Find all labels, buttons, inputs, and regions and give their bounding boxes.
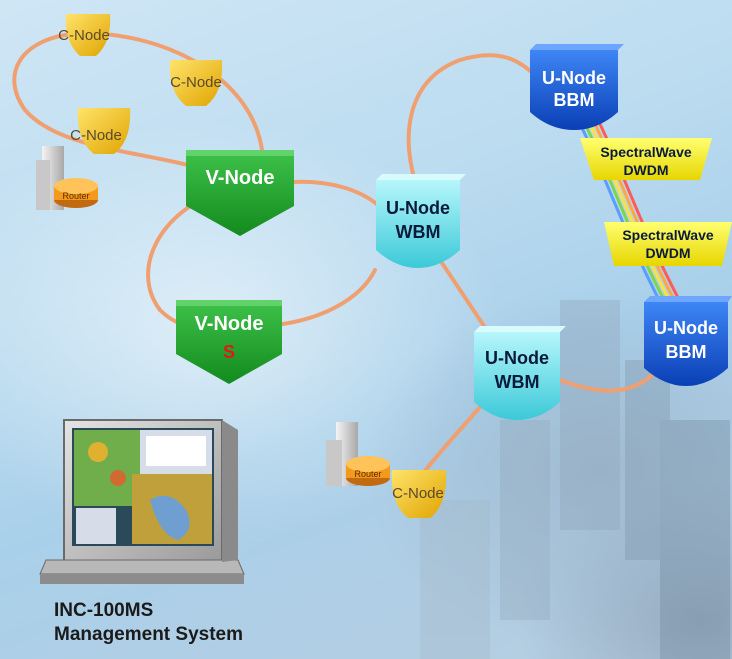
building-router-2: Router [326,422,390,486]
u-node-bbm-2: U-Node BBM [644,296,732,386]
c-node-3-label: C-Node [70,127,122,144]
caption-line-1: INC-100MS [54,600,154,621]
u-node-wbm-2-label-2: WBM [495,372,540,392]
u-node-wbm-2-label-1: U-Node [485,348,549,368]
u-node-bbm-1-label-2: BBM [554,90,595,110]
link-wbm-cnode [416,393,492,482]
router-2-icon: Router [346,456,390,486]
city-backdrop [420,300,730,659]
c-node-2: C-Node [169,60,223,106]
fiber-bundle [570,99,692,329]
v-node-2-label: V-Node [195,313,264,335]
u-node-wbm-1-label-1: U-Node [386,198,450,218]
u-node-bbm-1-label-1: U-Node [542,68,606,88]
c-node-1-label: C-Node [58,27,110,44]
caption-line-2: Management System [54,624,244,645]
u-node-bbm-1: U-Node BBM [530,44,624,130]
management-monitor [39,419,245,584]
router-1-icon: Router [54,178,98,208]
u-node-bbm-2-label-1: U-Node [654,318,718,338]
dwdm-1: SpectralWave DWDM [580,138,712,180]
link-vnode-wbm [290,179,380,207]
u-node-wbm-1-label-2: WBM [396,222,441,242]
v-node-2-sub-label: S [223,342,235,362]
v-node-2: V-Node S [176,300,282,384]
dwdm-2-label-1: SpectralWave [622,227,714,243]
link-wbm-bbm2 [558,373,654,393]
dwdm-2: SpectralWave DWDM [604,222,732,266]
router-1-label: Router [62,191,89,201]
u-node-wbm-1: U-Node WBM [376,174,466,268]
c-node-3: C-Node [70,108,131,154]
building-router-1: Router [36,146,98,210]
c-node-4-label: C-Node [392,485,444,502]
management-system-caption: INC-100MS Management System [54,599,243,647]
dwdm-1-label-1: SpectralWave [600,144,692,160]
dwdm-2-label-2: DWDM [645,245,690,261]
link-wbm-bbm [406,53,540,192]
router-2-label: Router [354,469,381,479]
u-node-wbm-2: U-Node WBM [474,326,566,420]
u-node-bbm-2-label-2: BBM [666,342,707,362]
v-node-1: V-Node [186,150,294,236]
c-node-1: C-Node [58,14,111,56]
c-node-4: C-Node [391,470,447,518]
link-wbm-wbm [438,258,492,337]
v-node-1-label: V-Node [206,167,275,189]
c-node-2-label: C-Node [170,74,222,91]
monitor-screen [74,430,212,544]
dwdm-1-label-2: DWDM [623,162,668,178]
